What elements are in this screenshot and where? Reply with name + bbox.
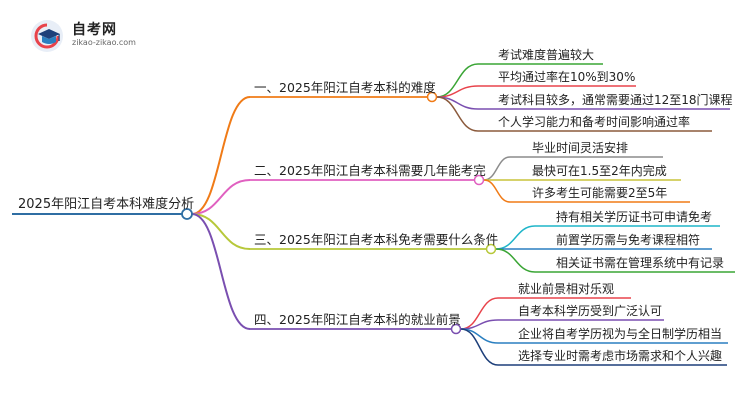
leaf-topic[interactable]: 许多考生可能需要2至5年: [532, 186, 668, 200]
leaf-topic[interactable]: 毕业时间灵活安排: [532, 141, 629, 155]
branch-collapse-toggle: [473, 174, 485, 186]
leaf-connector: [460, 328, 499, 366]
leaf-topic[interactable]: 自考本科学历受到广泛认可: [518, 304, 663, 318]
site-logo[interactable]: 自考网 zikao-zikao.com: [30, 17, 170, 53]
root-collapse-toggle: [181, 208, 193, 220]
leaf-topic[interactable]: 相关证书需在管理系统中有记录: [556, 256, 725, 270]
leaf-topic[interactable]: 个人学习能力和备考时间影响通过率: [498, 115, 691, 129]
branch-connector: [191, 213, 251, 330]
branch-topic[interactable]: 二、2025年阳江自考本科需要几年能考完: [254, 163, 486, 178]
leaf-topic[interactable]: 选择专业时需考虑市场需求和个人兴趣: [518, 349, 723, 363]
leaf-connector: [495, 248, 536, 273]
leaf-topic[interactable]: 就业前景相对乐观: [518, 282, 615, 296]
leaf-topic[interactable]: 考试难度普遍较大: [498, 48, 595, 62]
branch-collapse-toggle: [485, 243, 497, 255]
branch-connector: [191, 213, 251, 250]
leaf-topic[interactable]: 平均通过率在10%到30%: [498, 70, 636, 84]
leaf-topic[interactable]: 持有相关学历证书可申请免考: [556, 210, 713, 224]
graduation-cap-icon: [31, 20, 63, 52]
branch-collapse-toggle: [426, 91, 438, 103]
branch-topic[interactable]: 三、2025年阳江自考本科免考需要什么条件: [254, 232, 499, 247]
branch-topic[interactable]: 四、2025年阳江自考本科的就业前景: [254, 312, 461, 327]
leaf-topic[interactable]: 最快可在1.5至2年内完成: [532, 164, 667, 178]
leaf-topic[interactable]: 企业将自考学历视为与全日制学历相当: [518, 327, 723, 341]
leaf-connector: [495, 225, 536, 250]
logo-title: 自考网: [72, 22, 117, 38]
leaf-connector: [436, 96, 479, 132]
branch-connector: [191, 96, 251, 215]
leaf-topic[interactable]: 考试科目较多，通常需要通过12至18门课程: [498, 93, 733, 107]
branch-topic[interactable]: 一、2025年阳江自考本科的难度: [254, 80, 436, 95]
logo-url: zikao-zikao.com: [72, 38, 136, 47]
leaf-topic[interactable]: 前置学历需与免考课程相符: [556, 233, 701, 247]
leaf-connector: [483, 156, 511, 181]
leaf-connector: [483, 179, 511, 203]
branch-connector: [191, 179, 251, 215]
root-topic[interactable]: 2025年阳江自考本科难度分析: [18, 197, 195, 212]
branch-collapse-toggle: [450, 323, 462, 335]
